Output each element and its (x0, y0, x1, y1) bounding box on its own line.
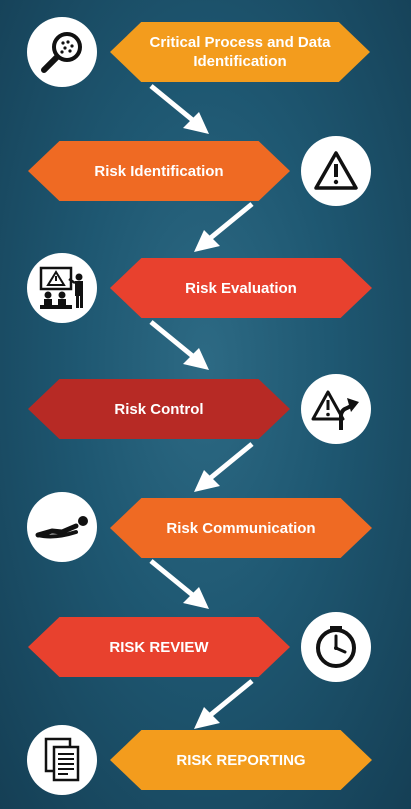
step-label: Risk Identification (94, 162, 224, 180)
step-label: Risk Evaluation (185, 279, 297, 297)
clock-icon-circle (301, 612, 371, 682)
warning-arrow-icon-circle (301, 374, 371, 444)
step-label: Risk Control (114, 400, 204, 418)
warning-arrow-icon (311, 390, 359, 430)
warning-triangle-icon (314, 151, 358, 190)
step-label: RISK REVIEW (109, 638, 209, 656)
step-risk-reporting: RISK REPORTING (110, 730, 372, 790)
step-label: RISK REPORTING (176, 751, 306, 769)
document-icon (44, 737, 80, 782)
document-icon-circle (27, 725, 97, 795)
magnifier-icon-circle (27, 17, 97, 87)
step-risk-review: RISK REVIEW (28, 617, 290, 677)
magnifier-icon (41, 32, 82, 73)
step-risk-communication: Risk Communication (110, 498, 372, 558)
flow-arrow (149, 559, 209, 609)
reclining-person-icon-circle (27, 492, 97, 562)
flow-arrow (149, 320, 209, 370)
presentation-icon-circle (27, 253, 97, 323)
step-critical-process: Critical Process and Data Identification (110, 22, 370, 82)
warning-triangle-icon-circle (301, 136, 371, 206)
flow-arrow (194, 202, 254, 252)
flow-arrow (194, 679, 254, 729)
step-risk-evaluation: Risk Evaluation (110, 258, 372, 318)
step-risk-identification: Risk Identification (28, 141, 290, 201)
presentation-icon (39, 266, 83, 309)
flow-arrow (149, 84, 209, 134)
clock-icon (316, 626, 356, 668)
flow-arrow (194, 442, 254, 492)
step-label: Risk Communication (166, 519, 316, 537)
step-risk-control: Risk Control (28, 379, 290, 439)
step-label: Critical Process and Data Identification (149, 34, 331, 70)
reclining-person-icon (35, 516, 88, 539)
